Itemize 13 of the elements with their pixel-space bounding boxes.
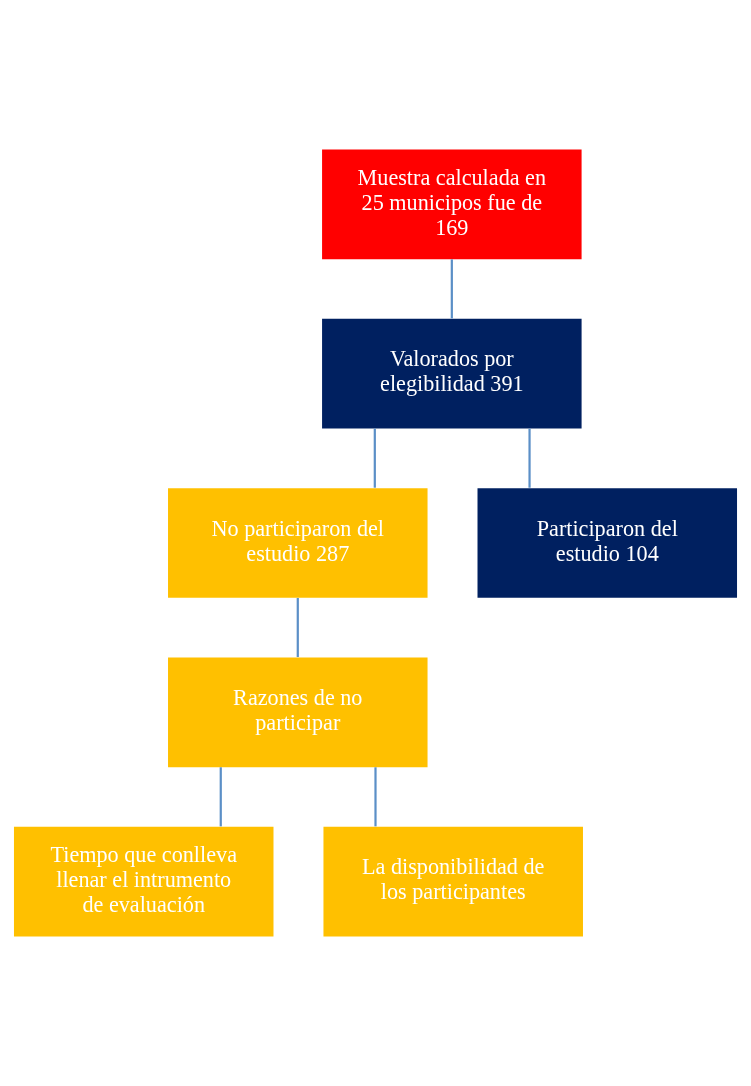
node-box: No participaron del estudio 287 — [168, 488, 428, 598]
node-box: Razones de no participar — [168, 657, 428, 768]
node-box: Tiempo que conlleva llenar el intrumento de evaluación — [13, 826, 274, 937]
connector — [296, 597, 299, 658]
node-box: Participaron del estudio 104 — [477, 488, 738, 598]
node-box: La disponibilidad de los participantes — [323, 826, 583, 937]
connector — [374, 767, 377, 827]
connector — [373, 428, 376, 488]
connector — [450, 259, 453, 319]
node-box: Valorados por elegibilidad 391 — [322, 318, 582, 429]
node-box: Muestra calculada en 25 municipos fue de 169 — [322, 149, 582, 260]
connector — [219, 767, 222, 827]
connector — [528, 428, 531, 488]
